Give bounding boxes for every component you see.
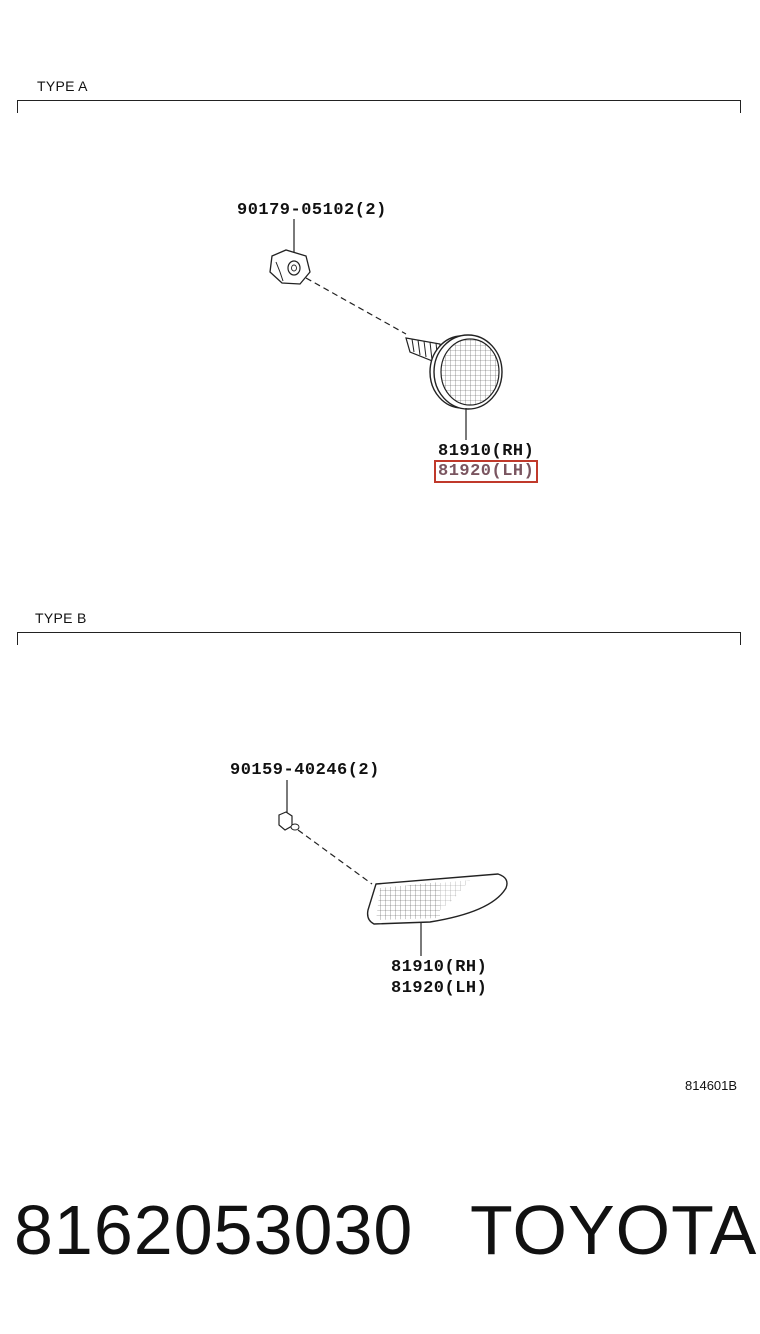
footer-brand: TOYOTA: [470, 1191, 758, 1269]
type-a-lamp-label-rh[interactable]: 81910(RH): [438, 442, 535, 461]
type-b-lamp-icon[interactable]: [366, 873, 508, 956]
type-a-bracket: [17, 100, 741, 113]
type-a-nut-icon[interactable]: [269, 219, 311, 285]
type-b-dashed-leader: [297, 829, 373, 885]
type-b-lamp-label-rh[interactable]: 81910(RH): [391, 958, 488, 977]
type-b-bracket: [17, 632, 741, 645]
type-b-lamp-label-lh[interactable]: 81920(LH): [391, 979, 488, 998]
type-b-screw-label[interactable]: 90159-40246(2): [230, 761, 380, 780]
diagram-reference-code: 814601B: [685, 1078, 738, 1093]
type-a-lamp-icon[interactable]: [405, 334, 503, 440]
type-a-lamp-label-lh[interactable]: 81920(LH): [433, 460, 539, 483]
footer-part-number: 8162053030: [14, 1191, 414, 1269]
type-b-screw-icon[interactable]: [278, 780, 300, 831]
type-a-title: TYPE A: [37, 78, 88, 94]
type-a-nut-label[interactable]: 90179-05102(2): [237, 201, 387, 220]
type-b-title: TYPE B: [35, 610, 87, 626]
type-a-dashed-leader: [305, 277, 407, 335]
